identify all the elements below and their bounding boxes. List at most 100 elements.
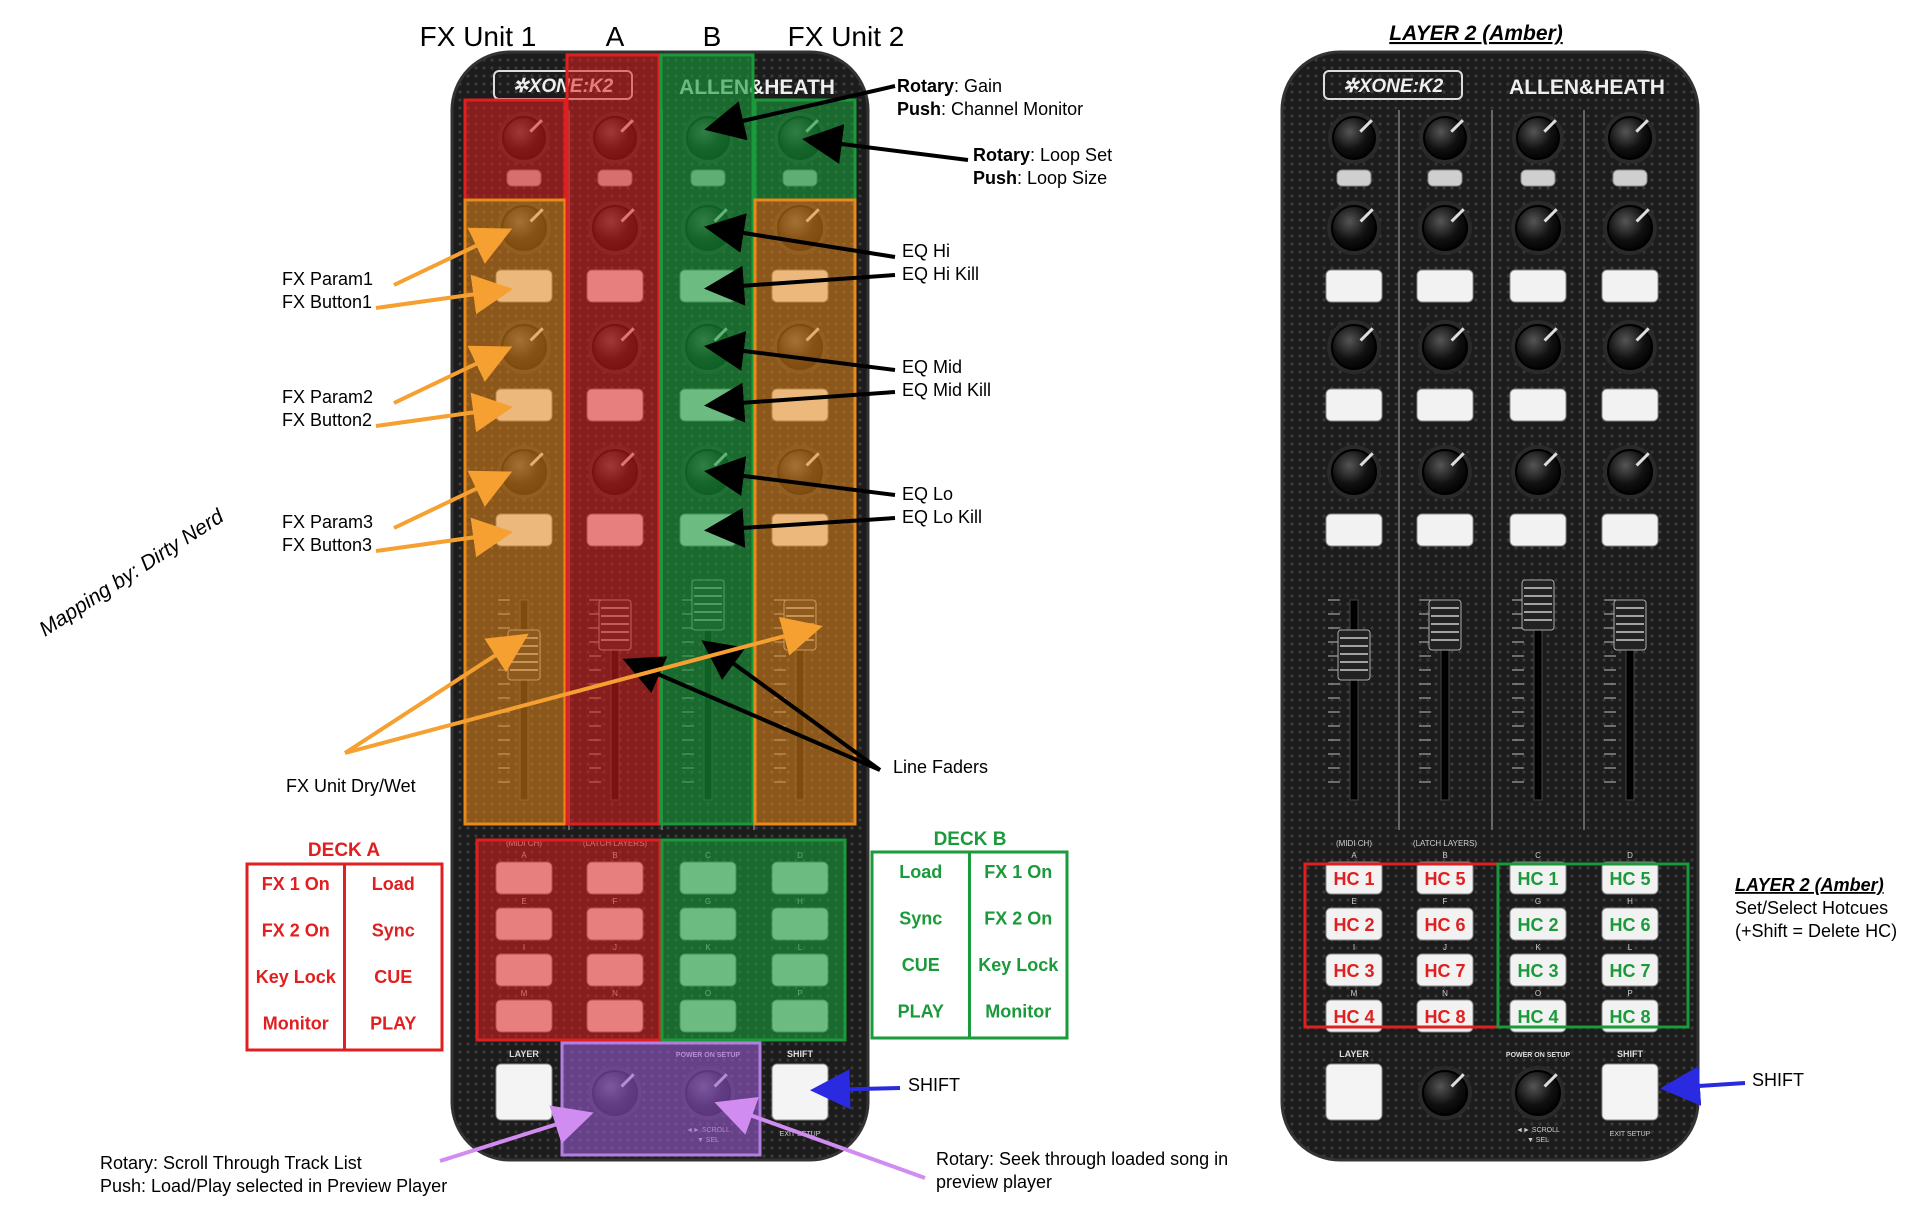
eq-knob-4-1[interactable] [1603, 201, 1657, 255]
knob-button-1-3[interactable] [1325, 513, 1383, 547]
arrow-fx-dry-wet-1 [343, 633, 529, 755]
arrow-fx-param1 [393, 227, 513, 287]
knob-button-3-1[interactable] [1509, 269, 1567, 303]
pad-e[interactable] [1325, 907, 1383, 941]
gain-encoder-4[interactable] [1604, 112, 1656, 164]
shift-button[interactable] [1601, 1063, 1659, 1121]
hotcue-label: HC 8 [1609, 1007, 1650, 1027]
pad-f[interactable] [1416, 907, 1474, 941]
pad-letter: O [1535, 989, 1541, 998]
pad-o[interactable] [1509, 999, 1567, 1033]
callout-scroll-rotary: Rotary: Scroll Through Track List [100, 1153, 362, 1173]
eq-knob-3-1[interactable] [1511, 201, 1565, 255]
line-fader-4[interactable] [1613, 599, 1647, 651]
arrow-fx-button3 [375, 517, 513, 558]
eq-knob-3-2[interactable] [1511, 320, 1565, 374]
pad-letter: I [1353, 943, 1355, 952]
power-on-setup-label: POWER ON SETUP [1506, 1052, 1571, 1059]
deck-b-left-cell: Load [899, 862, 942, 882]
layer-label: LAYER [509, 1049, 539, 1059]
eq-knob-2-3[interactable] [1418, 445, 1472, 499]
arrow-fx-param3 [393, 470, 513, 530]
eq-knob-3-3[interactable] [1511, 445, 1565, 499]
line-fader-3[interactable] [1521, 579, 1555, 631]
eq-knob-1-3[interactable] [1327, 445, 1381, 499]
pad-h[interactable] [1601, 907, 1659, 941]
encoder-led-2[interactable] [1427, 169, 1463, 187]
xone-logo-frame [1323, 70, 1463, 100]
callout-line-faders: Line Faders [893, 757, 988, 777]
pad-letter: G [1535, 897, 1541, 906]
knob-button-4-2[interactable] [1601, 388, 1659, 422]
knob-button-1-1[interactable] [1325, 269, 1383, 303]
pad-p[interactable] [1601, 999, 1659, 1033]
hotcue-label: HC 5 [1609, 869, 1650, 889]
deck-b-left-cell: CUE [902, 955, 940, 975]
callout-fx-button1: FX Button1 [282, 292, 372, 312]
deck-b-right-cell: FX 1 On [984, 862, 1052, 882]
encoder-led-3[interactable] [1520, 169, 1556, 187]
callout-fx-param3: FX Param3 [282, 512, 373, 532]
knob-button-4-3[interactable] [1601, 513, 1659, 547]
pad-n[interactable] [1416, 999, 1474, 1033]
layer-button[interactable] [495, 1063, 553, 1121]
pad-letter: H [1627, 897, 1633, 906]
overlay-deck-b-pads [660, 838, 847, 1042]
pad-k[interactable] [1509, 953, 1567, 987]
line-fader-1[interactable] [1337, 629, 1371, 681]
knob-button-2-2[interactable] [1416, 388, 1474, 422]
eq-knob-4-3[interactable] [1603, 445, 1657, 499]
shift-button[interactable] [771, 1063, 829, 1121]
callout-eq-hi-kill: EQ Hi Kill [902, 264, 979, 284]
pad-c[interactable] [1509, 861, 1567, 895]
knob-button-4-1[interactable] [1601, 269, 1659, 303]
eq-knob-1-2[interactable] [1327, 320, 1381, 374]
encoder-led-4[interactable] [1612, 169, 1648, 187]
knob-button-3-2[interactable] [1509, 388, 1567, 422]
eq-knob-2-1[interactable] [1418, 201, 1472, 255]
knob-button-2-3[interactable] [1416, 513, 1474, 547]
select-encoder[interactable] [1511, 1066, 1565, 1120]
eq-knob-1-1[interactable] [1327, 201, 1381, 255]
overlay-fx1-gain [463, 98, 567, 202]
line-fader-2[interactable] [1428, 599, 1462, 651]
pad-i[interactable] [1325, 953, 1383, 987]
knob-button-2-1[interactable] [1416, 269, 1474, 303]
pad-letter: A [1351, 851, 1357, 860]
pad-b[interactable] [1416, 861, 1474, 895]
pad-j[interactable] [1416, 953, 1474, 987]
gain-encoder-3[interactable] [1512, 112, 1564, 164]
eq-knob-2-2[interactable] [1418, 320, 1472, 374]
pad-a[interactable] [1325, 861, 1383, 895]
mapping-overlays [463, 53, 1690, 1157]
callout-eq-mid: EQ Mid [902, 357, 962, 377]
encoder-led-1[interactable] [1336, 169, 1372, 187]
callout-scroll-push: Push: Load/Play selected in Preview Play… [100, 1176, 447, 1196]
overlay-deck-a-pads [475, 838, 662, 1042]
arrow-loop [802, 124, 969, 164]
overlay-browse-encoders [560, 1041, 762, 1157]
gain-encoder-2[interactable] [1419, 112, 1471, 164]
layer-button[interactable] [1325, 1063, 1383, 1121]
callout-seek-line2: preview player [936, 1172, 1052, 1192]
scroll-encoder[interactable] [1418, 1066, 1472, 1120]
arrow-line-fader-b [701, 640, 882, 772]
pad-l[interactable] [1601, 953, 1659, 987]
eq-knob-4-2[interactable] [1603, 320, 1657, 374]
knob-button-3-3[interactable] [1509, 513, 1567, 547]
latch-layers-label: (LATCH LAYERS) [1413, 839, 1477, 848]
hotcue-label: HC 6 [1609, 915, 1650, 935]
knob-button-1-2[interactable] [1325, 388, 1383, 422]
deck-a-right-cell: CUE [374, 967, 412, 987]
arrow-line-fader-a [622, 656, 881, 772]
arrow-fx-param2 [393, 345, 513, 405]
shift-label: SHIFT [787, 1049, 814, 1059]
gain-encoder-1[interactable] [1328, 112, 1380, 164]
sel-label: ▼ SEL [1527, 1137, 1549, 1144]
callout-shift: SHIFT [908, 1075, 960, 1095]
pad-d[interactable] [1601, 861, 1659, 895]
pad-g[interactable] [1509, 907, 1567, 941]
pad-m[interactable] [1325, 999, 1383, 1033]
callout-loop-rotary: Rotary: Loop Set [973, 145, 1112, 165]
